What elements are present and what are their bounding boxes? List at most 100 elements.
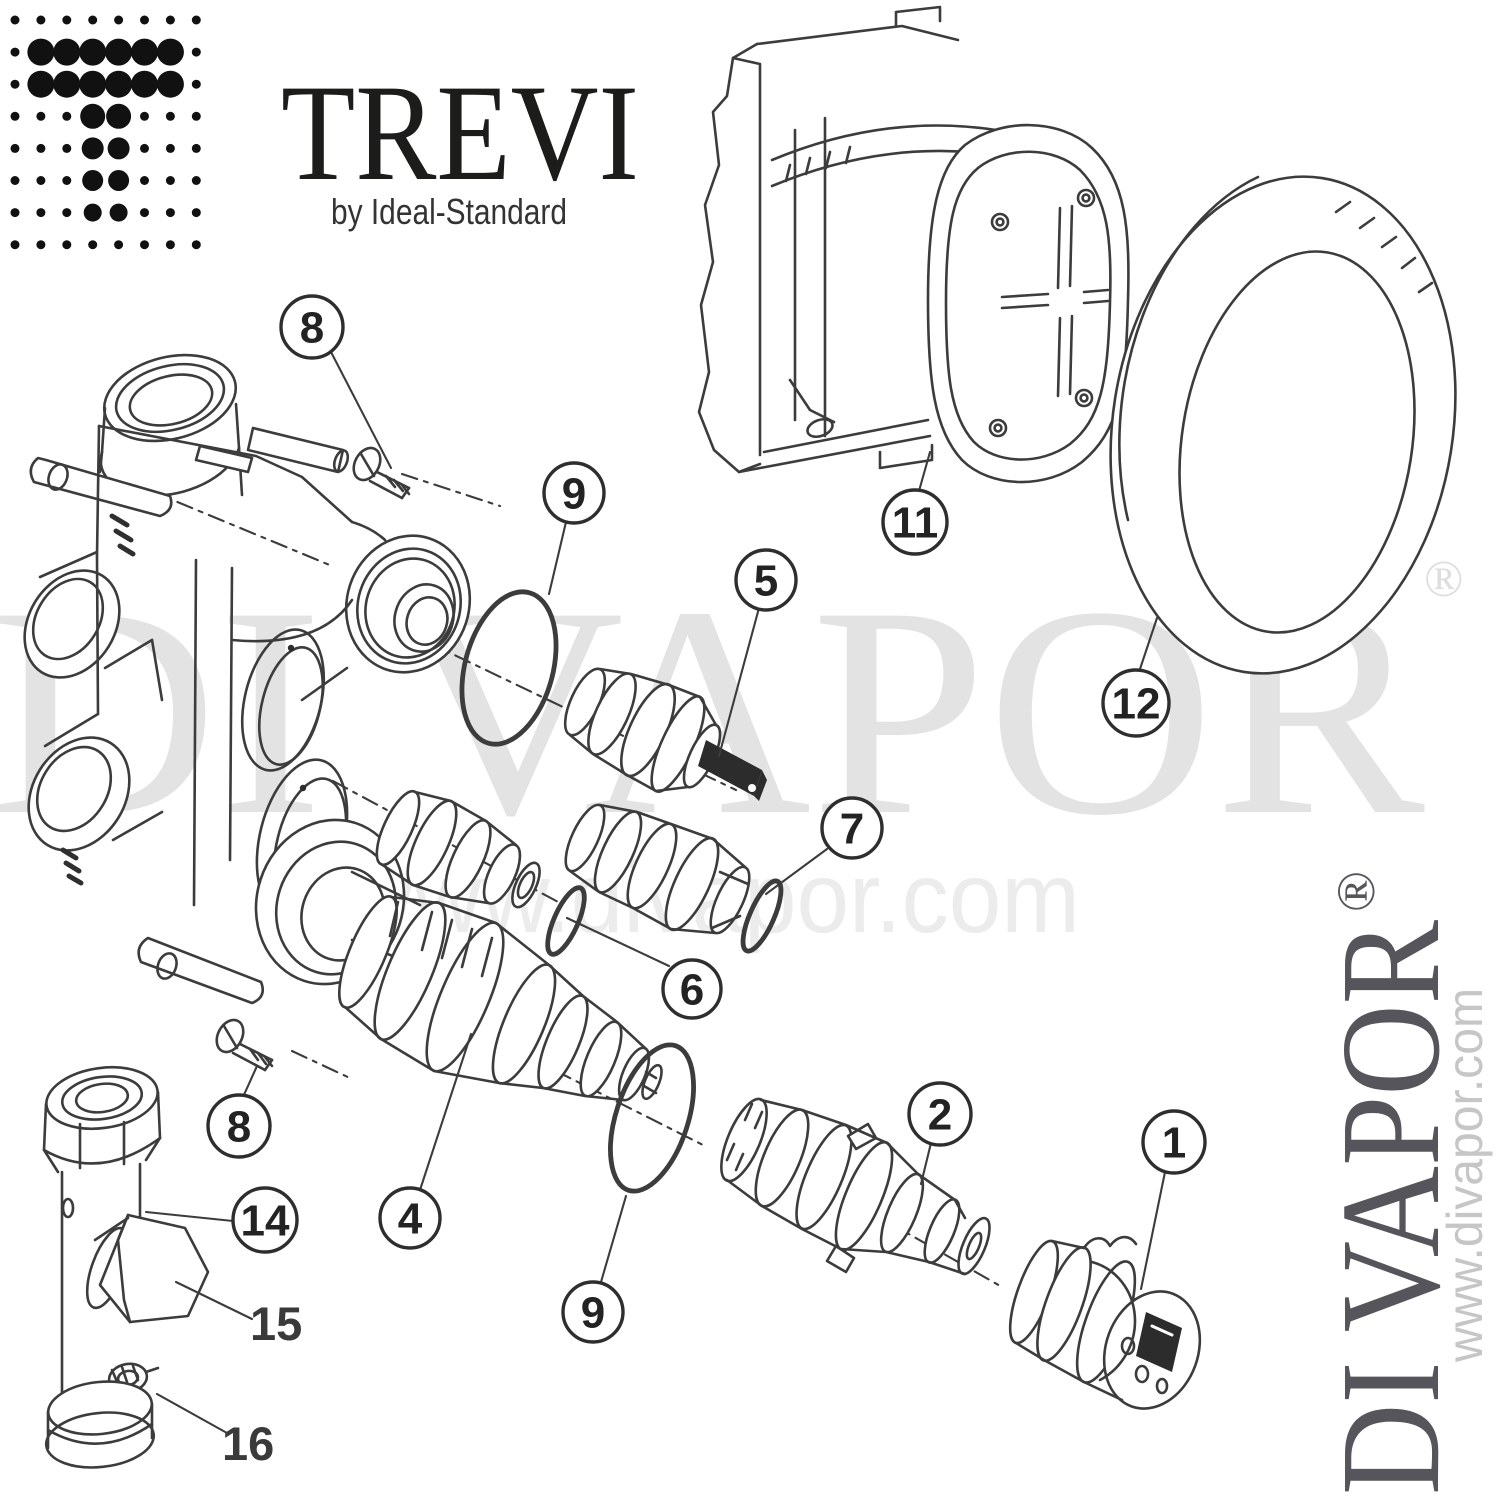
logo-dot: [79, 70, 107, 98]
logo-dot: [10, 79, 20, 89]
logo-dot: [191, 47, 201, 57]
callout-2: 2: [907, 1081, 973, 1147]
logo-dot: [10, 47, 20, 57]
logo-dot: [191, 15, 201, 25]
logo-dot: [165, 111, 175, 121]
logo-dot: [140, 208, 149, 218]
logo-dot: [81, 137, 104, 160]
isolating-valve-part-14: [42, 1065, 210, 1469]
svg-text:11: 11: [892, 498, 939, 547]
logo-dot: [10, 15, 20, 25]
callout-6: 6: [661, 958, 723, 1020]
trevi-logo: TREVI by Ideal-Standard: [10, 15, 639, 250]
logo-dot: [36, 208, 46, 218]
mounting-box-part-11: [697, 5, 1130, 484]
logo-dot: [165, 143, 175, 153]
logo-dot: [165, 240, 175, 250]
logo-dot: [191, 208, 201, 218]
logo-dot: [108, 170, 130, 191]
brand-name: TREVI: [281, 56, 639, 209]
logo-dot: [62, 208, 72, 218]
callout-9-lower: 9: [561, 1280, 625, 1344]
logo-dot: [140, 176, 149, 185]
logo-dot: [27, 38, 55, 66]
logo-dot: [88, 15, 98, 25]
label-part-16: 16: [222, 1417, 274, 1470]
callout-12: 12: [1101, 668, 1171, 738]
logo-dot: [105, 38, 133, 66]
svg-text:7: 7: [840, 804, 864, 853]
callout-7: 7: [820, 796, 884, 860]
watermark-vertical-text: DI VAPOR: [1311, 920, 1469, 1495]
watermark-vertical-url: www.divapor.com: [1437, 988, 1493, 1363]
logo-dot: [191, 143, 201, 153]
logo-dot: [80, 103, 106, 129]
logo-dot: [36, 15, 46, 25]
logo-dot: [62, 111, 72, 121]
logo-dot: [83, 203, 102, 222]
callout-5: 5: [734, 548, 798, 612]
logo-dot: [156, 70, 184, 98]
logo-dot: [131, 70, 158, 98]
svg-text:9: 9: [581, 1288, 605, 1337]
callout-1: 1: [1141, 1109, 1207, 1175]
svg-text:9: 9: [562, 469, 586, 518]
logo-dot: [165, 15, 175, 25]
logo-dot: [62, 143, 72, 153]
cartridge-rear: [375, 789, 541, 909]
o-ring-part-6: [545, 885, 587, 957]
callout-9-upper: 9: [542, 461, 606, 525]
logo-dot: [62, 176, 72, 185]
logo-dot: [62, 15, 72, 25]
callout-layer: 8 9 5 11 12 7 6 8 4 9 2 1 14 15 16: [206, 294, 1207, 1470]
svg-text:4: 4: [398, 1194, 423, 1243]
logo-dot: [10, 111, 20, 121]
label-part-15: 15: [250, 1297, 302, 1350]
svg-text:14: 14: [241, 1196, 290, 1245]
watermark-large-registered-icon: ®: [1424, 551, 1464, 608]
callout-4: 4: [378, 1186, 442, 1250]
screw-part-8-top: [352, 446, 411, 500]
logo-dot: [10, 176, 20, 185]
svg-text:1: 1: [1162, 1118, 1186, 1167]
logo-dot: [107, 137, 130, 160]
callout-8-top: 8: [279, 294, 345, 360]
logo-dot: [114, 240, 124, 250]
logo-dot: [36, 176, 46, 185]
cartridge-part-7: [564, 803, 784, 954]
logo-dot: [140, 240, 149, 250]
svg-text:6: 6: [680, 965, 704, 1014]
callout-8-bottom: 8: [206, 1093, 272, 1159]
logo-dot: [10, 143, 20, 153]
logo-dot: [165, 208, 175, 218]
cartridge-part-2: [720, 1097, 991, 1276]
logo-dot: [156, 38, 184, 66]
watermark-layer: DI VAPOR ® www.divapor.com DI VAPOR ® ww…: [0, 545, 1493, 1495]
cover-plate-part-12: [1109, 175, 1457, 675]
logo-dot: [140, 143, 149, 153]
logo-dot: [165, 176, 175, 185]
logo-dot: [36, 240, 46, 250]
logo-dot: [36, 111, 46, 121]
logo-dot: [191, 176, 201, 185]
logo-dot: [53, 38, 81, 66]
logo-dot: [88, 240, 98, 250]
brand-byline: by Ideal-Standard: [331, 191, 567, 232]
logo-dot: [105, 70, 133, 98]
logo-dot: [114, 15, 124, 25]
callout-11: 11: [881, 488, 949, 556]
logo-dot: [191, 111, 201, 121]
cartridge-part-5: [563, 667, 767, 801]
logo-dot: [191, 79, 201, 89]
o-ring-part-9-lower: [608, 1042, 696, 1194]
svg-text:12: 12: [1112, 679, 1161, 728]
logo-dot: [10, 240, 20, 250]
callout-leader-lines: [144, 350, 1167, 1435]
logo-dot: [36, 143, 46, 153]
logo-dot: [10, 208, 20, 218]
thermostatic-cartridge-part-4: [337, 895, 663, 1102]
trevi-logo-dot-matrix-icon: [10, 15, 201, 250]
logo-dot: [106, 103, 132, 129]
